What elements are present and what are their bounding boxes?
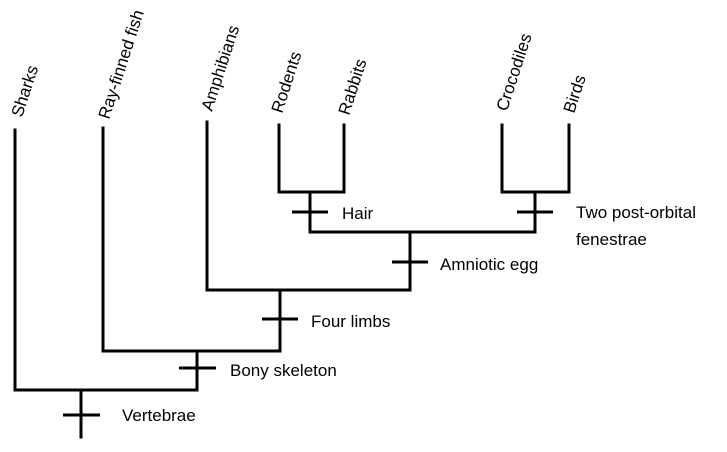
taxon-label-crocodiles: Crocodiles (493, 31, 536, 113)
taxon-label-amphibians: Amphibians (198, 23, 244, 113)
trait-label-four-limbs: Four limbs (311, 312, 390, 331)
trait-label-vertebrae: Vertebrae (122, 406, 196, 425)
taxon-label-rodents: Rodents (268, 49, 306, 115)
trait-label-amniotic-egg: Amniotic egg (440, 255, 538, 274)
trait-label-hair: Hair (342, 204, 374, 223)
taxon-label-rabbits: Rabbits (335, 57, 371, 118)
trait-label-bony-skeleton: Bony skeleton (230, 361, 337, 380)
trait-label-two-post-orbital-line2: fenestrae (576, 230, 647, 249)
taxon-label-birds: Birds (560, 73, 590, 116)
trait-label-two-post-orbital-line1: Two post-orbital (576, 203, 696, 222)
taxon-label-ray-finned-fish: Ray-finned fish (95, 8, 148, 122)
taxon-label-sharks: Sharks (8, 63, 42, 119)
